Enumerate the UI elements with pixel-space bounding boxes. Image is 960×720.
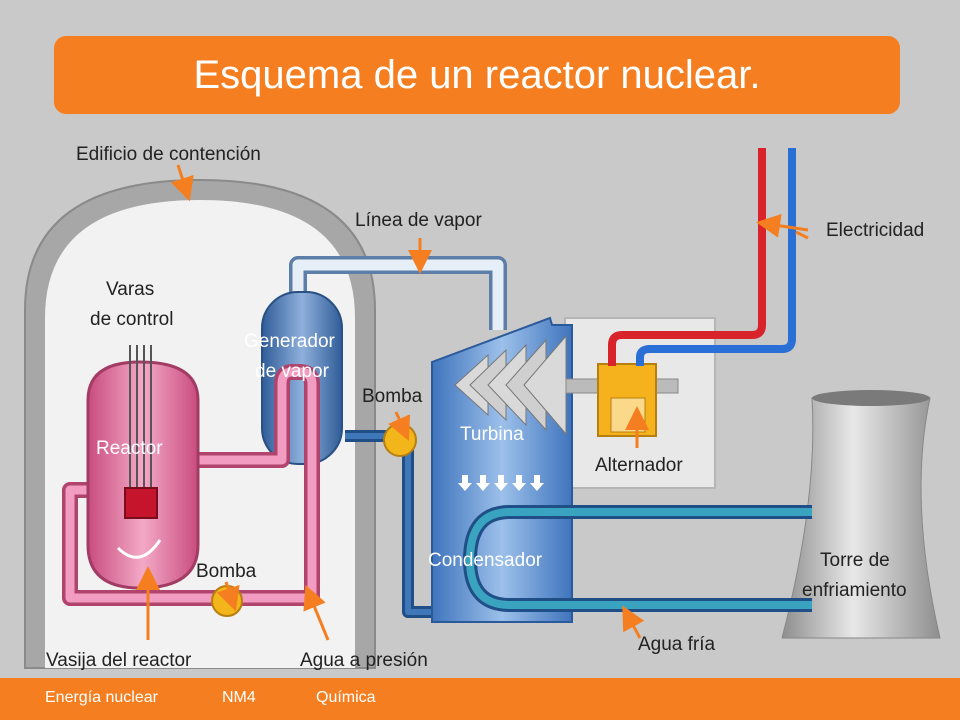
footer-bar — [0, 678, 960, 720]
feedwater-pump — [383, 423, 417, 457]
label-steam-gen-1: Generador — [244, 331, 335, 352]
wire-blue — [636, 148, 796, 366]
label-electricity: Electricidad — [826, 220, 925, 241]
flow-arrows — [458, 475, 544, 491]
footer-course: Química — [316, 689, 376, 706]
label-vessel: Vasija del reactor — [46, 650, 192, 671]
cooling-tower — [781, 397, 941, 639]
reactor-core — [124, 487, 158, 519]
label-control-rods-2: de control — [90, 309, 174, 330]
label-pump-bottom: Bomba — [196, 561, 257, 582]
flow-arrow — [116, 539, 162, 559]
label-containment: Edificio de contención — [76, 144, 261, 165]
primary-pump — [211, 585, 243, 617]
footer-subject: Energía nuclear — [45, 689, 158, 706]
footer-level: NM4 — [222, 689, 256, 706]
title-bar: Esquema de un reactor nuclear. — [54, 36, 900, 114]
alternator-inner — [610, 397, 646, 433]
page-title: Esquema de un reactor nuclear. — [193, 52, 761, 97]
label-turbine: Turbina — [460, 424, 524, 445]
label-steam-line: Línea de vapor — [355, 210, 482, 231]
label-cooling-tower-2: enfriamiento — [802, 580, 907, 601]
label-cooling-tower-1: Torre de — [820, 550, 890, 571]
label-condenser: Condensador — [428, 550, 543, 571]
label-cold-water: Agua fría — [638, 634, 716, 655]
label-alternator: Alternador — [595, 455, 683, 476]
turbine-rotor — [454, 334, 567, 436]
pointer-arrows — [136, 164, 809, 641]
label-reactor: Reactor — [96, 438, 163, 459]
label-control-rods-1: Varas — [106, 279, 155, 300]
label-pump-top: Bomba — [362, 386, 423, 407]
wire-red — [608, 148, 766, 366]
label-pressurized-water: Agua a presión — [300, 650, 428, 671]
label-steam-gen-2: de vapor — [255, 361, 329, 382]
cooling-tower-top — [812, 390, 930, 406]
